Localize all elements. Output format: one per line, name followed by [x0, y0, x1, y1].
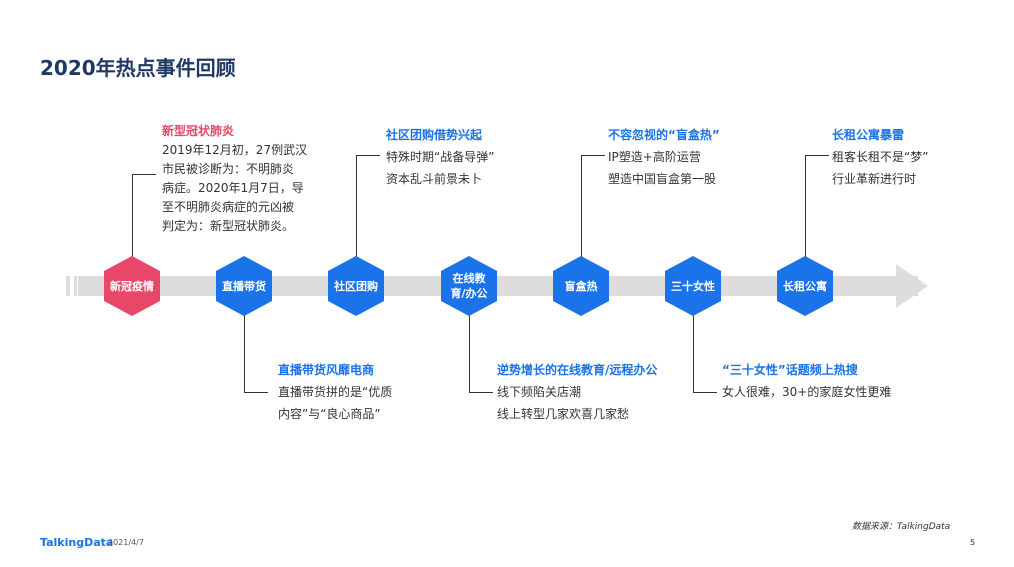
callout-line: IP塑造+高阶运营 [608, 150, 701, 164]
callout-community: 社区团购借势兴起 特殊时期“战备导弹” 资本乱斗前景未卜 [386, 124, 556, 190]
talkingdata-logo: TalkingData [40, 536, 114, 549]
callout-line: 线上转型几家欢喜几家愁 [497, 407, 630, 421]
timeline-node-education: 在线教育/办公 [441, 256, 497, 316]
callout-women: “三十女性”话题频上热搜 女人很难，30+的家庭女性更难 [722, 359, 922, 403]
timeline-node-women: 三十女性 [665, 256, 721, 316]
callout-live: 直播带货风靡电商 直播带货拼的是“优质 内容”与“良心商品” [278, 359, 448, 425]
callout-women-title: “三十女性”话题频上热搜 [722, 363, 858, 377]
connector-covid-h [132, 174, 156, 175]
timeline-dash [66, 276, 70, 296]
callout-education: 逆势增长的在线教育/远程办公 线下频陷关店潮 线上转型几家欢喜几家愁 [497, 359, 697, 425]
callout-line: 行业革新进行时 [832, 172, 917, 186]
connector-rental [805, 155, 806, 260]
callout-line: 内容”与“良心商品” [278, 407, 381, 421]
timeline-node-community: 社区团购 [328, 256, 384, 316]
timeline-node-live: 直播带货 [216, 256, 272, 316]
callout-line: 资本乱斗前景未卜 [386, 172, 483, 186]
timeline-arrow-icon [896, 264, 928, 308]
connector-covid [132, 174, 133, 262]
callout-community-title: 社区团购借势兴起 [386, 128, 483, 142]
callout-blindbox: 不容忽视的“盲盒热” IP塑造+高阶运营 塑造中国盲盒第一股 [608, 124, 778, 190]
connector-community-h [356, 155, 380, 156]
callout-covid: 新型冠状肺炎 2019年12月初，27例武汉 市民被诊断为：不明肺炎 病症。20… [162, 122, 347, 236]
callout-line: 租客长租不是“梦” [832, 150, 929, 164]
callout-line: 直播带货拼的是“优质 [278, 385, 393, 399]
connector-education-h [469, 392, 493, 393]
callout-education-title: 逆势增长的在线教育/远程办公 [497, 363, 658, 377]
connector-live-h [244, 392, 268, 393]
page-title: 2020年热点事件回顾 [40, 56, 236, 80]
callout-line: 特殊时期“战备导弹” [386, 150, 495, 164]
callout-covid-title: 新型冠状肺炎 [162, 124, 235, 138]
callout-line: 女人很难，30+的家庭女性更难 [722, 385, 892, 399]
connector-women-h [693, 392, 717, 393]
callout-line: 塑造中国盲盒第一股 [608, 172, 717, 186]
callout-line: 病症。2020年1月7日，导 [162, 181, 304, 195]
connector-blindbox-h [581, 155, 605, 156]
connector-blindbox [581, 155, 582, 260]
callout-line: 线下频陷关店潮 [497, 385, 582, 399]
callout-rental-title: 长租公寓暴雷 [832, 128, 905, 142]
timeline-node-rental: 长租公寓 [777, 256, 833, 316]
callout-line: 判定为：新型冠状肺炎。 [162, 219, 295, 233]
callout-line: 市民被诊断为：不明肺炎 [162, 162, 295, 176]
connector-women [693, 310, 694, 392]
connector-education [469, 310, 470, 392]
connector-rental-h [805, 155, 829, 156]
callout-line: 2019年12月初，27例武汉 [162, 143, 308, 157]
connector-live [244, 310, 245, 392]
timeline-dash [74, 276, 77, 296]
connector-community [356, 155, 357, 260]
page-number: 5 [970, 538, 976, 547]
timeline-node-covid: 新冠疫情 [104, 256, 160, 316]
callout-rental: 长租公寓暴雷 租客长租不是“梦” 行业革新进行时 [832, 124, 982, 190]
data-source-note: 数据来源：TalkingData [852, 522, 951, 532]
callout-blindbox-title: 不容忽视的“盲盒热” [608, 128, 720, 142]
footer-date: 2021/4/7 [108, 538, 144, 547]
timeline-node-blindbox: 盲盒热 [553, 256, 609, 316]
callout-live-title: 直播带货风靡电商 [278, 363, 375, 377]
callout-line: 至不明肺炎病症的元凶被 [162, 200, 295, 214]
